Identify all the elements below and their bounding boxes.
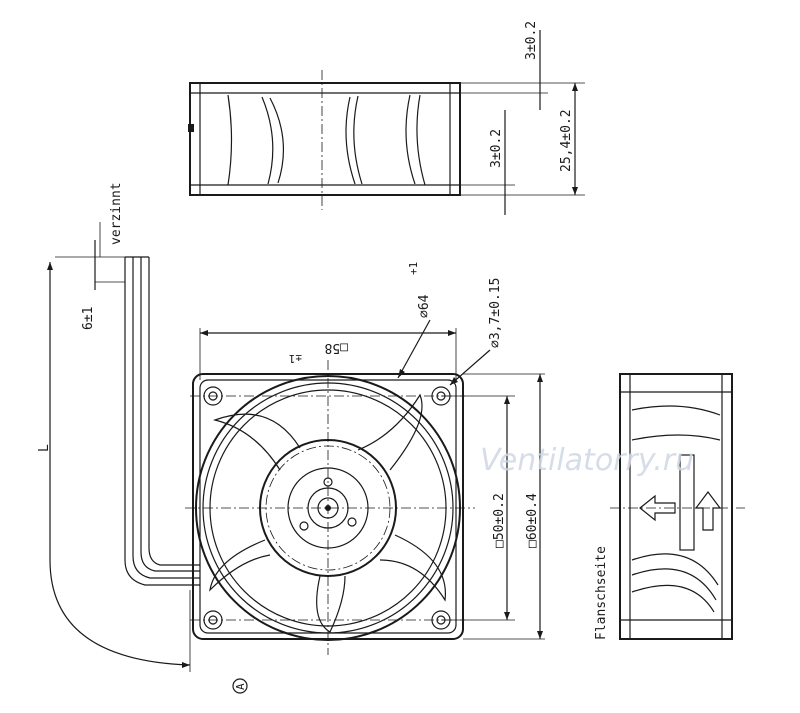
dim-top-3-upper: 3±0.2 (524, 21, 539, 60)
top-side-view: 3±0.2 3±0.2 25,4±0.2 (188, 21, 585, 215)
label-verzinnt: verzinnt (109, 182, 124, 245)
dim-square-50: □50±0.2 (492, 493, 507, 548)
dim-top-3-lower: 3±0.2 (489, 129, 504, 168)
dim-L: L (37, 444, 52, 452)
cable-leads: verzinnt 6±1 L A (37, 182, 248, 694)
dim-square-60: □60±0.4 (525, 493, 540, 548)
front-view: □58 ±1 ⌀64 +1 ⌀3,7±0.15 □50±0.2 □60±0.4 (185, 262, 545, 655)
marker-A: A (234, 683, 247, 690)
label-flanschseite: Flanschseite (594, 546, 609, 640)
dim-height: 25,4±0.2 (559, 109, 574, 172)
right-side-view: Flanschseite (594, 373, 745, 640)
dim-six: 6±1 (81, 307, 96, 330)
dim-square-58: □58 (325, 340, 348, 355)
dim-diameter-64: ⌀64 (417, 294, 432, 318)
watermark: Ventilatorry.ru (480, 443, 694, 478)
dim-diameter-64-tol: +1 (407, 262, 420, 275)
dim-square-58-tol: ±1 (289, 352, 302, 365)
dim-hole-diameter: ⌀3,7±0.15 (488, 278, 503, 348)
